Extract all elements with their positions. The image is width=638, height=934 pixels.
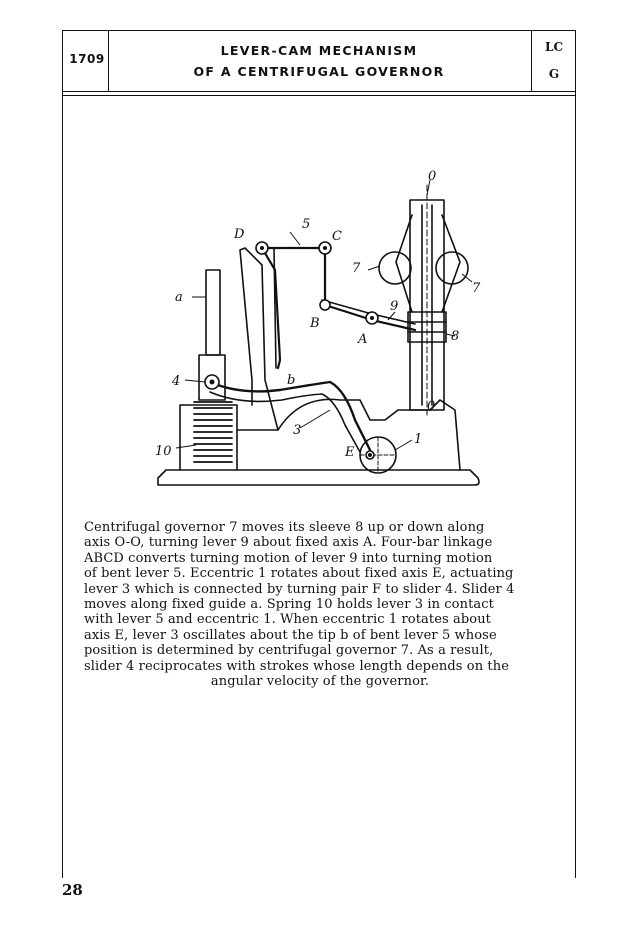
label-b-tip: b	[287, 373, 295, 388]
class-code-top: LC	[545, 40, 563, 54]
label-e: E	[344, 445, 355, 460]
label-7-right: 7	[472, 281, 481, 296]
spring-10	[193, 401, 233, 463]
caption-line: lever 3 which is connected by turning pa…	[84, 581, 515, 597]
caption-line: with lever 5 and eccentric 1. When eccen…	[84, 612, 491, 628]
bent-lever-5	[260, 246, 327, 370]
caption-line: ABCD converts turning motion of lever 9 …	[84, 550, 493, 566]
page-number: 28	[62, 881, 83, 899]
label-a-guide: a	[175, 290, 183, 305]
class-cell-divider	[531, 30, 532, 91]
caption-last-line: angular velocity of the governor.	[210, 674, 430, 690]
caption-line: axis O-O, turning lever 9 about fixed ax…	[84, 535, 493, 551]
label-c: C	[332, 229, 342, 244]
title-line-2: OF A CENTRIFUGAL GOVERNOR	[193, 64, 445, 79]
slider-4	[198, 354, 226, 401]
caption-line: moves along fixed guide a. Spring 10 hol…	[84, 597, 494, 613]
caption-line: Centrifugal governor 7 moves its sleeve …	[84, 520, 485, 535]
caption-line: position is determined by centrifugal go…	[84, 643, 494, 659]
label-1: 1	[414, 432, 422, 447]
joint-b	[319, 299, 331, 311]
frame-body	[179, 247, 279, 471]
label-4: 4	[171, 374, 180, 389]
class-code-bottom: G	[548, 67, 560, 81]
caption-line: axis E, lever 3 oscillates about the tip…	[84, 627, 497, 643]
label-a-upper: A	[357, 332, 367, 347]
label-7-left: 7	[352, 261, 361, 276]
label-axis-top: 0	[428, 169, 436, 184]
base-plate	[157, 469, 480, 486]
flyball-left	[378, 251, 412, 285]
label-3: 3	[293, 423, 301, 438]
label-b-upper: B	[309, 316, 320, 331]
mechanism-number: 1709	[69, 52, 105, 66]
mechanism-title: LEVER-CAM MECHANISM OF A CENTRIFUGAL GOV…	[110, 40, 528, 82]
header-rule	[62, 91, 576, 92]
caption-line: of bent lever 5. Eccentric 1 rotates abo…	[84, 566, 514, 582]
flyball-right	[435, 251, 469, 285]
label-8: 8	[451, 329, 459, 344]
label-10: 10	[155, 444, 172, 459]
caption-line: slider 4 reciprocates with strokes whose…	[84, 658, 509, 674]
label-9: 9	[390, 299, 398, 314]
page-frame	[62, 30, 576, 878]
label-axis-bottom: 0	[427, 399, 435, 414]
header-rule-double	[62, 95, 576, 96]
title-line-1: LEVER-CAM MECHANISM	[220, 43, 418, 58]
label-d: D	[233, 227, 245, 242]
code-cell-divider	[108, 30, 109, 91]
guide-a	[205, 269, 221, 356]
mechanism-diagram: 0 0 D C 5 B A 9 7 7 8 a b 4 3 10 E 1	[155, 169, 481, 486]
label-5: 5	[302, 217, 310, 232]
lever-3	[208, 380, 372, 452]
mechanism-description: Centrifugal governor 7 moves its sleeve …	[84, 520, 556, 689]
